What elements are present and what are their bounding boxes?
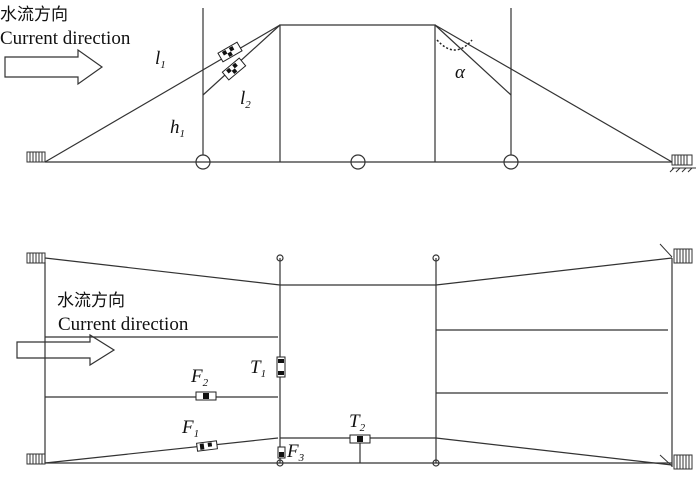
angle-arc <box>436 39 473 51</box>
sensor-f1 <box>196 440 218 452</box>
flow-label-cn: 水流方向 <box>0 5 68 25</box>
label-f1: F1 <box>181 417 199 440</box>
sensor-t1 <box>276 356 286 378</box>
anchor-block <box>26 453 46 465</box>
sensor-t2 <box>349 434 371 444</box>
node <box>276 459 284 467</box>
node <box>432 254 440 262</box>
elevation-view: 水流方向 Current direction l1 l <box>0 5 696 173</box>
line-left-3 <box>44 437 279 464</box>
mooring-line-l2 <box>202 24 281 96</box>
anchor-circle <box>350 154 366 170</box>
label-l1: l1 <box>155 48 166 71</box>
label-t1: T1 <box>250 357 266 380</box>
line-right-3 <box>435 437 673 466</box>
mooring-line-right-2 <box>434 24 512 96</box>
label-l2: l2 <box>240 88 251 111</box>
node <box>276 254 284 262</box>
label-f2: F2 <box>190 366 209 389</box>
line-upper-right <box>435 257 673 286</box>
sensor-l2 <box>221 57 247 81</box>
anchor-block-left <box>26 151 46 163</box>
anchor-block <box>659 243 693 264</box>
flow-arrow-icon <box>16 333 116 367</box>
structure-box <box>279 24 436 162</box>
flow-label-en: Current direction <box>0 28 131 49</box>
line-upper-left <box>44 257 281 286</box>
anchor-block-right <box>669 154 696 173</box>
flow-arrow-icon <box>4 48 104 86</box>
anchor-block <box>659 454 693 470</box>
sensor-f3 <box>277 446 286 459</box>
anchor-circle <box>195 154 211 170</box>
anchor-circle <box>503 154 519 170</box>
label-h1: h1 <box>170 117 185 140</box>
flow-label-cn: 水流方向 <box>57 291 125 311</box>
sensor-l1 <box>217 41 243 63</box>
label-f3: F3 <box>286 441 305 464</box>
label-t2: T2 <box>349 411 366 434</box>
anchor-block <box>26 252 46 264</box>
node <box>432 459 440 467</box>
plan-view: 水流方向 Current direction <box>16 243 693 470</box>
flow-label-en: Current direction <box>58 314 189 335</box>
label-alpha: α <box>455 62 466 83</box>
sensor-f2 <box>195 391 217 401</box>
mooring-line-right <box>434 24 673 163</box>
